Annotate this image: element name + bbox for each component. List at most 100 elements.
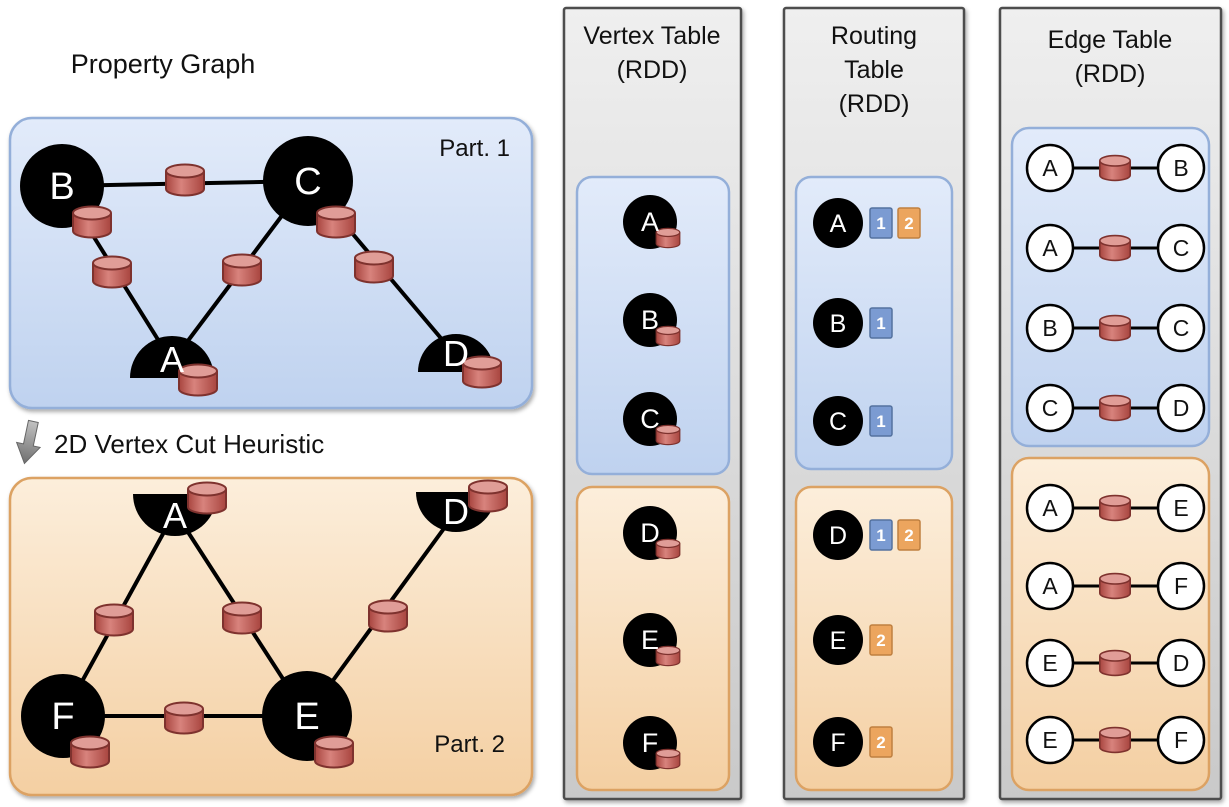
routing-vertex-D (813, 510, 863, 560)
routing-table-title-line-2: Table (844, 56, 904, 84)
partition-1: Part. 1 B C A D (8, 116, 534, 410)
cut-heuristic-label: 2D Vertex Cut Heuristic (54, 429, 324, 459)
edge-row-src-circle (1025, 143, 1075, 193)
edge-row-src-label: B (1042, 315, 1057, 341)
edge-property-cylinder-icon (222, 601, 262, 635)
cut-arrow-icon (15, 419, 42, 465)
routing-badge-partition-2-label: 2 (876, 733, 885, 752)
edge-property-cylinder-icon (1099, 726, 1131, 754)
edge-row-src-circle (1025, 383, 1075, 433)
vertex-table-vertex-A-label: A (641, 207, 659, 237)
edge-property-cylinder-icon (1099, 154, 1131, 182)
edge-row-dst-circle (1156, 638, 1206, 688)
edge-row-src-circle (1025, 303, 1075, 353)
vertex-table-vertex-C-label: C (640, 404, 660, 434)
vertex-property-cylinder-icon (468, 479, 508, 513)
edge-row-dst-circle (1156, 223, 1206, 273)
routing-badge-partition-1 (869, 207, 893, 239)
vertex-table-vertex-E-label: E (641, 625, 659, 655)
vertex-D-label: D (443, 333, 469, 374)
routing-badge-partition-2 (869, 624, 893, 656)
routing-badge-partition-1-label: 1 (876, 412, 885, 431)
edge-property-cylinder-icon (368, 599, 408, 633)
edge-row-dst-label: F (1174, 727, 1188, 753)
vertex-table-vertex-F-label: F (642, 728, 659, 758)
partition-1-box (8, 116, 534, 410)
vertex-property-cylinder-icon (655, 748, 681, 770)
routing-badge-partition-1 (869, 519, 893, 551)
routing-table-title-line-3: (RDD) (839, 90, 910, 118)
vertex-property-cylinder-icon (178, 363, 218, 397)
vertex-property-cylinder-icon (187, 481, 227, 515)
edge-property-cylinder-icon (1099, 314, 1131, 342)
edge-property-cylinder-icon (222, 253, 262, 287)
vertex-C-label: C (294, 161, 321, 203)
routing-badge-partition-1 (869, 307, 893, 339)
vertex-A-label: A (163, 495, 187, 536)
edge-row-src-label: A (1042, 495, 1058, 521)
edge-property-cylinder-icon (1099, 572, 1131, 600)
edge-row-dst-label: E (1173, 495, 1188, 521)
edge-property-cylinder-icon (1099, 394, 1131, 422)
routing-badge-partition-1-label: 1 (876, 526, 885, 545)
edge-property-cylinder-icon (354, 250, 394, 284)
vertex-B-label: B (49, 166, 74, 208)
edge-row-dst-label: C (1173, 235, 1190, 261)
edge-row-dst-circle (1156, 143, 1206, 193)
vertex-property-cylinder-icon (655, 325, 681, 347)
diagram-title: Property Graph (71, 49, 256, 79)
edge-row-src-label: E (1042, 727, 1057, 753)
routing-badge-partition-2 (897, 207, 921, 239)
edge-table-partition-1-box (1010, 126, 1211, 448)
edge-row-src-label: C (1042, 395, 1059, 421)
edge-property-cylinder-icon (94, 603, 134, 637)
edge-table-title-line-2: (RDD) (1075, 60, 1146, 88)
edge-row-src-circle (1025, 638, 1075, 688)
routing-vertex-B-label: B (830, 310, 847, 338)
routing-vertex-E-label: E (830, 627, 847, 655)
vertex-property-cylinder-icon (655, 645, 681, 667)
routing-vertex-D-label: D (829, 522, 847, 550)
routing-badge-partition-2 (869, 726, 893, 758)
edge-row-dst-label: D (1173, 650, 1190, 676)
edge-row-src-circle (1025, 223, 1075, 273)
routing-badge-partition-2-label: 2 (904, 214, 913, 233)
edge-row-dst-circle (1156, 303, 1206, 353)
routing-badge-partition-1 (869, 405, 893, 437)
edge-row-src-label: A (1042, 235, 1058, 261)
vertex-table-panel: Vertex Table (RDD) A B C D E F (562, 6, 743, 801)
partition-2-label: Part. 2 (434, 731, 505, 758)
edge-row-dst-circle (1156, 715, 1206, 765)
routing-vertex-B (813, 298, 863, 348)
routing-vertex-C-label: C (829, 408, 847, 436)
routing-table-panel: Routing Table (RDD) A 1 2 B 1 C 1 D 1 2 … (782, 6, 966, 801)
edge-property-cylinder-icon (164, 701, 204, 735)
vertex-D-label: D (443, 491, 469, 532)
edge-property-cylinder-icon (92, 255, 132, 289)
edge-row-src-label: A (1042, 573, 1058, 599)
vertex-property-cylinder-icon (655, 538, 681, 560)
partition-1-label: Part. 1 (439, 135, 510, 162)
edge-table-title-line-1: Edge Table (1048, 26, 1173, 54)
vertex-property-cylinder-icon (655, 424, 681, 446)
edge-property-cylinder-icon (1099, 649, 1131, 677)
cut-heuristic: 2D Vertex Cut Heuristic (15, 419, 324, 465)
edge-property-cylinder-icon (1099, 234, 1131, 262)
vertex-property-cylinder-icon (316, 205, 356, 239)
routing-badge-partition-2 (897, 519, 921, 551)
routing-badge-partition-2-label: 2 (904, 526, 913, 545)
edge-row-dst-label: F (1174, 573, 1188, 599)
routing-table-title-line-1: Routing (831, 22, 917, 50)
vertex-table-title-line-2: (RDD) (617, 56, 688, 84)
edge-property-cylinder-icon (165, 163, 205, 197)
vertex-F-label: F (51, 696, 74, 738)
routing-badge-partition-1-label: 1 (876, 314, 885, 333)
vertex-property-cylinder-icon (70, 735, 110, 769)
routing-badge-partition-2-label: 2 (876, 631, 885, 650)
vertex-E-label: E (294, 696, 319, 738)
vertex-table-vertex-B-label: B (641, 305, 659, 335)
edge-table-panel: Edge Table (RDD) A B A C B C C D (998, 6, 1223, 801)
edge-row-src-circle (1025, 561, 1075, 611)
